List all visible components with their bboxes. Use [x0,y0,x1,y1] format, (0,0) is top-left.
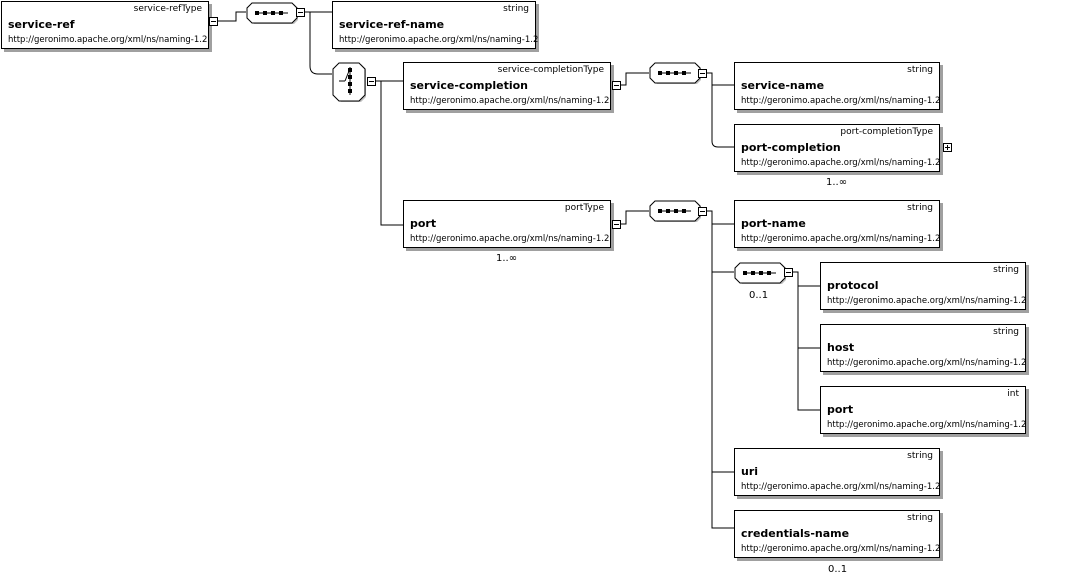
element-name: host [827,341,855,354]
element-protocol[interactable]: string protocol http://geronimo.apache.o… [820,262,1026,310]
cardinality-label: 0..1 [828,564,848,575]
element-uri[interactable]: string uri http://geronimo.apache.org/xm… [734,448,940,496]
collapse-toggle-icon[interactable] [209,17,218,26]
sequence-icon [649,62,701,84]
type-label: portType [564,203,604,213]
collapse-toggle-icon[interactable] [612,220,621,229]
element-name: port [827,403,854,416]
namespace-label: http://geronimo.apache.org/xml/ns/naming… [741,544,941,554]
cardinality-label: 1..∞ [826,177,848,188]
element-name: service-ref [8,18,75,31]
type-label: string [993,265,1019,275]
collapse-toggle-icon[interactable] [296,8,305,17]
collapse-toggle-icon[interactable] [367,77,376,86]
expand-toggle-icon[interactable] [943,143,952,152]
sequence-icon [246,2,298,24]
type-label: string [907,203,933,213]
element-service-ref-name[interactable]: string service-ref-name http://geronimo.… [332,1,539,49]
namespace-label: http://geronimo.apache.org/xml/ns/naming… [339,35,539,45]
element-service-ref[interactable]: service-refType service-ref http://geron… [1,1,209,49]
namespace-label: http://geronimo.apache.org/xml/ns/naming… [827,420,1027,430]
type-label: int [1007,389,1019,399]
element-name: credentials-name [741,527,850,540]
element-port[interactable]: portType port http://geronimo.apache.org… [403,200,611,248]
namespace-label: http://geronimo.apache.org/xml/ns/naming… [741,234,941,244]
collapse-toggle-icon[interactable] [612,81,621,90]
element-port-name[interactable]: string port-name http://geronimo.apache.… [734,200,940,248]
namespace-label: http://geronimo.apache.org/xml/ns/naming… [827,296,1027,306]
namespace-label: http://geronimo.apache.org/xml/ns/naming… [410,96,610,106]
element-name: service-ref-name [339,18,445,31]
type-label: service-refType [133,4,202,14]
element-port-int[interactable]: int port http://geronimo.apache.org/xml/… [820,386,1026,434]
namespace-label: http://geronimo.apache.org/xml/ns/naming… [827,358,1027,368]
element-name: uri [741,465,759,478]
element-name: protocol [827,279,879,292]
namespace-label: http://geronimo.apache.org/xml/ns/naming… [741,158,941,168]
collapse-toggle-icon[interactable] [698,207,707,216]
namespace-label: http://geronimo.apache.org/xml/ns/naming… [8,35,208,45]
element-service-completion[interactable]: service-completionType service-completio… [403,62,611,110]
element-name: service-completion [410,79,528,92]
collapse-toggle-icon[interactable] [698,69,707,78]
element-port-completion[interactable]: port-completionType port-completion http… [734,124,940,172]
collapse-toggle-icon[interactable] [784,268,793,277]
element-service-name[interactable]: string service-name http://geronimo.apac… [734,62,940,110]
namespace-label: http://geronimo.apache.org/xml/ns/naming… [741,482,941,492]
type-label: string [503,4,529,14]
type-label: service-completionType [497,65,604,75]
type-label: string [907,513,933,523]
type-label: string [907,65,933,75]
element-name: port [410,217,437,230]
namespace-label: http://geronimo.apache.org/xml/ns/naming… [741,96,941,106]
element-name: port-completion [741,141,841,154]
element-host[interactable]: string host http://geronimo.apache.org/x… [820,324,1026,372]
element-credentials-name[interactable]: string credentials-name http://geronimo.… [734,510,940,558]
cardinality-label: 0..1 [749,290,769,301]
type-label: port-completionType [840,127,933,137]
namespace-label: http://geronimo.apache.org/xml/ns/naming… [410,234,610,244]
type-label: string [907,451,933,461]
type-label: string [993,327,1019,337]
choice-icon [332,62,366,102]
element-name: service-name [741,79,825,92]
sequence-icon [649,200,701,222]
element-name: port-name [741,217,806,230]
sequence-icon [734,262,786,284]
cardinality-label: 1..∞ [496,253,518,264]
